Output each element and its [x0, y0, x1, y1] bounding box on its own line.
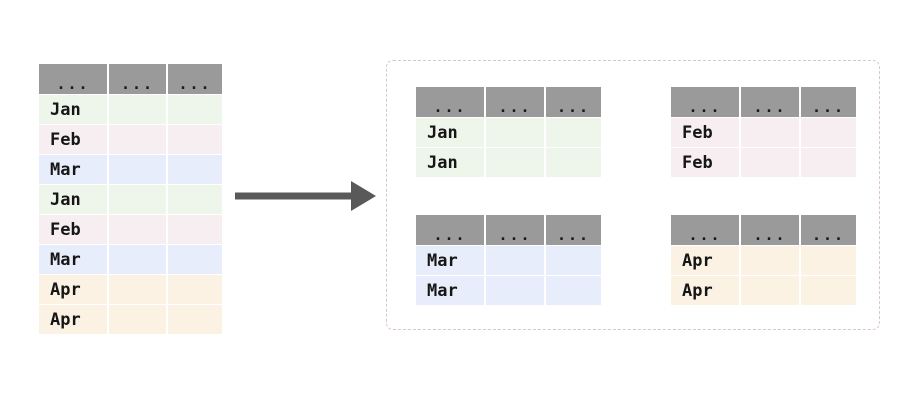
row-label: Jan [39, 185, 107, 214]
table-row: Feb [671, 148, 856, 177]
out-table-jan: ... ... ... Jan Jan [414, 86, 603, 178]
row-cell-2 [741, 246, 799, 275]
row-label: Apr [39, 275, 107, 304]
table-row: Jan [39, 185, 222, 214]
row-cell-2 [741, 148, 799, 177]
column-header-1: ... [671, 87, 739, 117]
flow-arrow-icon [235, 181, 376, 211]
column-header-2: ... [741, 215, 799, 245]
column-header-2: ... [486, 87, 544, 117]
row-cell-3 [168, 155, 222, 184]
row-label: Jan [39, 95, 107, 124]
row-cell-3 [168, 95, 222, 124]
row-cell-3 [546, 118, 601, 147]
table-row: Feb [39, 125, 222, 154]
row-cell-2 [486, 276, 544, 305]
row-cell-2 [741, 276, 799, 305]
row-cell-2 [109, 125, 166, 154]
table-row: Mar [39, 245, 222, 274]
column-header-2: ... [741, 87, 799, 117]
row-label: Feb [39, 125, 107, 154]
row-cell-3 [168, 245, 222, 274]
row-cell-3 [546, 148, 601, 177]
row-cell-2 [109, 185, 166, 214]
table-header-row: ... ... ... [416, 215, 601, 245]
table-row: Jan [39, 95, 222, 124]
table-row: Jan [416, 118, 601, 147]
table-row: Mar [416, 276, 601, 305]
column-header-3: ... [546, 215, 601, 245]
row-label: Jan [416, 148, 484, 177]
table-row: Apr [39, 305, 222, 334]
row-cell-3 [801, 246, 856, 275]
source-table: ... ... ... Jan Feb Mar Jan Feb [37, 63, 224, 335]
column-header-1: ... [671, 215, 739, 245]
table-row: Apr [39, 275, 222, 304]
row-cell-3 [801, 148, 856, 177]
row-label: Mar [416, 276, 484, 305]
row-cell-3 [801, 118, 856, 147]
column-header-3: ... [546, 87, 601, 117]
row-cell-2 [109, 155, 166, 184]
table-row: Jan [416, 148, 601, 177]
row-label: Feb [671, 118, 739, 147]
row-cell-2 [486, 148, 544, 177]
table-row: Apr [671, 276, 856, 305]
column-header-3: ... [801, 215, 856, 245]
row-cell-2 [486, 118, 544, 147]
row-cell-2 [486, 246, 544, 275]
row-label: Mar [39, 155, 107, 184]
table-row: Apr [671, 246, 856, 275]
row-label: Mar [416, 246, 484, 275]
table-row: Feb [39, 215, 222, 244]
row-cell-3 [168, 215, 222, 244]
column-header-3: ... [168, 64, 222, 94]
row-cell-2 [109, 305, 166, 334]
row-cell-2 [109, 95, 166, 124]
column-header-2: ... [486, 215, 544, 245]
group-container [386, 60, 880, 330]
row-cell-2 [109, 215, 166, 244]
table-row: Mar [39, 155, 222, 184]
column-header-1: ... [416, 215, 484, 245]
row-cell-3 [168, 125, 222, 154]
table-header-row: ... ... ... [671, 87, 856, 117]
table-row: Mar [416, 246, 601, 275]
row-cell-3 [546, 246, 601, 275]
column-header-1: ... [39, 64, 107, 94]
row-cell-3 [801, 276, 856, 305]
row-label: Apr [671, 276, 739, 305]
row-cell-3 [546, 276, 601, 305]
table-header-row: ... ... ... [39, 64, 222, 94]
row-label: Apr [39, 305, 107, 334]
row-label: Apr [671, 246, 739, 275]
row-cell-2 [109, 245, 166, 274]
row-cell-2 [109, 275, 166, 304]
row-cell-3 [168, 305, 222, 334]
table-header-row: ... ... ... [671, 215, 856, 245]
row-label: Feb [671, 148, 739, 177]
row-cell-2 [741, 118, 799, 147]
out-table-feb: ... ... ... Feb Feb [669, 86, 858, 178]
table-row: Feb [671, 118, 856, 147]
column-header-1: ... [416, 87, 484, 117]
row-cell-3 [168, 185, 222, 214]
out-table-apr: ... ... ... Apr Apr [669, 214, 858, 306]
column-header-2: ... [109, 64, 166, 94]
out-table-mar: ... ... ... Mar Mar [414, 214, 603, 306]
table-header-row: ... ... ... [416, 87, 601, 117]
row-label: Mar [39, 245, 107, 274]
row-cell-3 [168, 275, 222, 304]
row-label: Feb [39, 215, 107, 244]
row-label: Jan [416, 118, 484, 147]
column-header-3: ... [801, 87, 856, 117]
